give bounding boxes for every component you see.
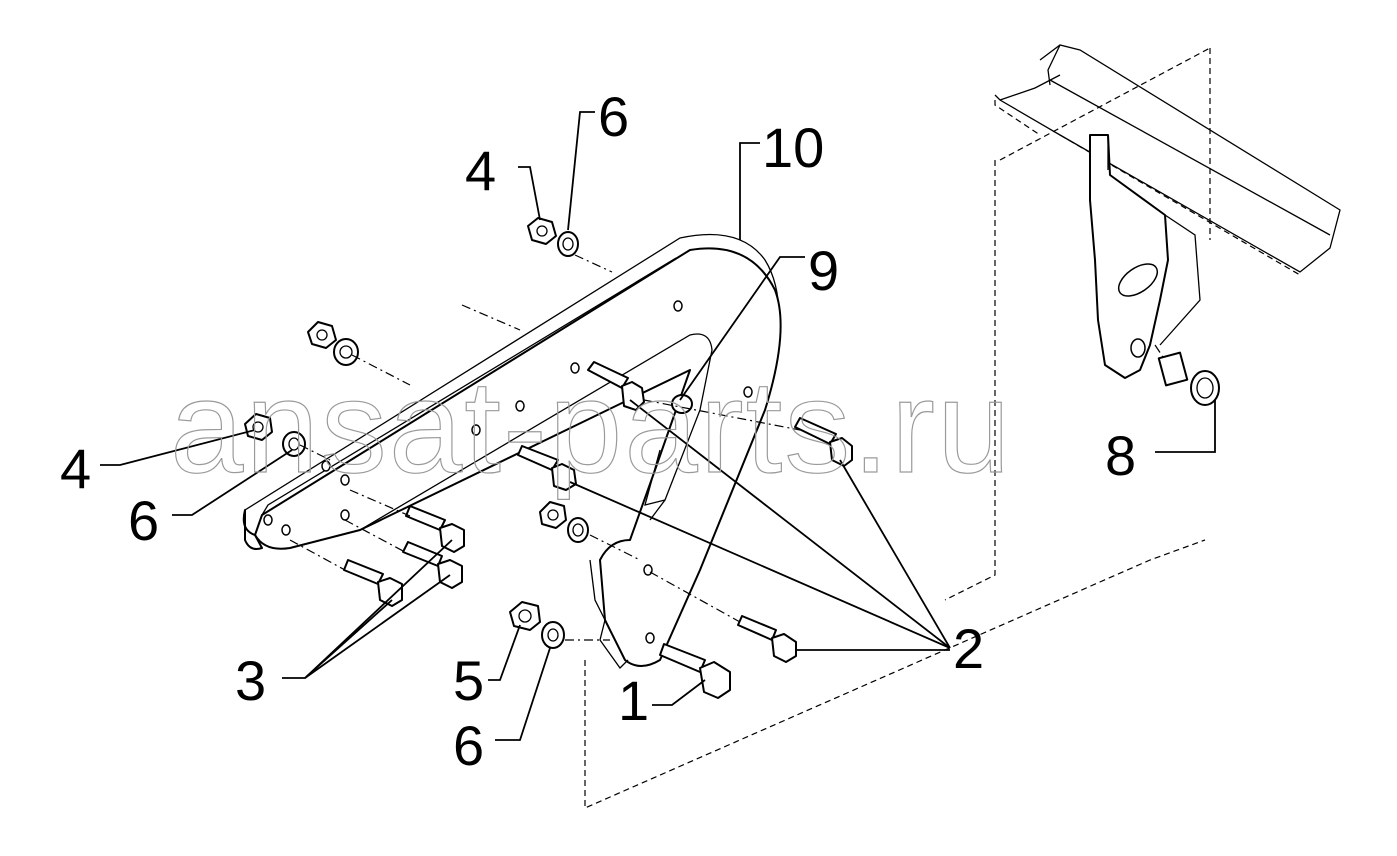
nut-top — [527, 217, 557, 245]
callout-10: 10 — [762, 116, 824, 179]
callout-1: 1 — [618, 669, 649, 732]
hanger-bracket — [1089, 134, 1201, 379]
washer-top — [557, 231, 579, 257]
callout-3: 3 — [235, 649, 266, 712]
nut-part-5 — [509, 601, 541, 631]
callout-6-left: 6 — [128, 489, 159, 552]
callout-5: 5 — [453, 649, 484, 712]
nut-center — [539, 501, 567, 529]
bolt-part-2-a — [587, 361, 645, 411]
nut-left-upper — [307, 321, 337, 349]
frame-rail — [994, 44, 1341, 276]
bolt-part-2-d — [737, 615, 797, 663]
a-frame-bracket-part-10 — [242, 233, 782, 670]
washer-left-lower — [282, 431, 306, 457]
watermark-text: ansat-parts.ru — [170, 353, 1012, 500]
bolt-part-2-b — [794, 417, 853, 467]
bolt-part-1 — [659, 643, 731, 699]
nut-left-lower — [244, 413, 273, 441]
callout-8: 8 — [1105, 424, 1136, 487]
callout-4-left: 4 — [60, 437, 91, 500]
callout-2: 2 — [953, 617, 984, 680]
leader-lines — [100, 111, 1216, 741]
callout-4-top: 4 — [465, 139, 496, 202]
callout-9: 9 — [808, 239, 839, 302]
callouts: 1 2 3 4 4 5 6 6 6 8 9 10 — [60, 85, 1136, 777]
washer-part-6-lower — [541, 621, 565, 649]
nuts-and-washers — [244, 217, 589, 649]
bolt-part-3-c — [343, 559, 403, 607]
bushing-part-8 — [1157, 351, 1220, 406]
callout-6-top: 6 — [598, 85, 629, 148]
washer-left-upper — [333, 338, 359, 366]
washer-center — [567, 517, 589, 543]
assembly-lines — [289, 160, 1206, 809]
callout-6-bottom: 6 — [453, 714, 484, 777]
